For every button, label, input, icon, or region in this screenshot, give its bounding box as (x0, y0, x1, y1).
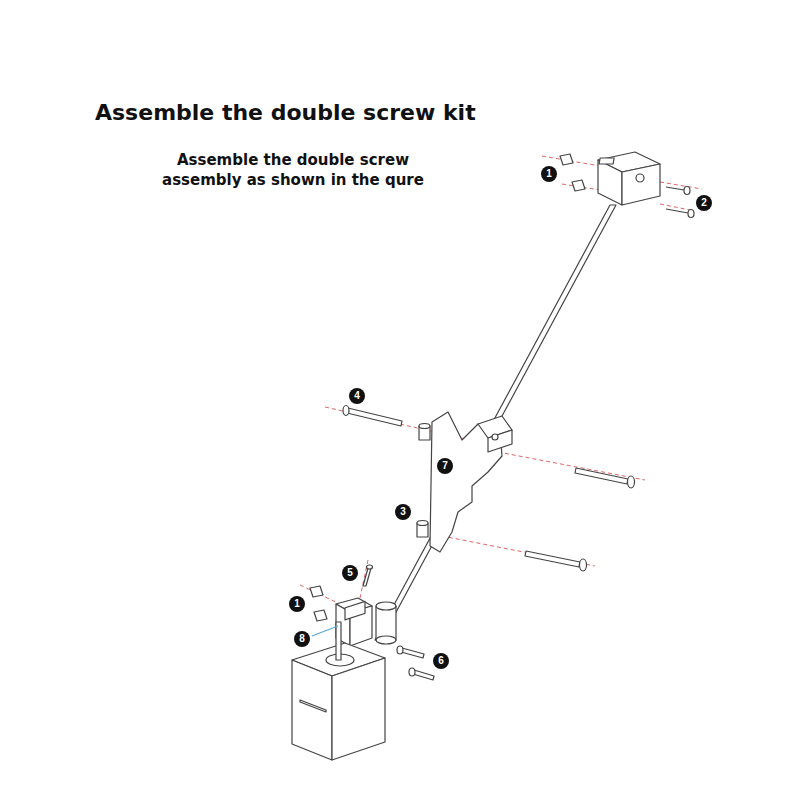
callout-number: 5 (342, 565, 358, 581)
guide-lines (300, 156, 702, 604)
page-caption: Assemble the double screw assembly as sh… (143, 150, 443, 190)
callout-number: 6 (433, 653, 449, 669)
callout-number: 8 (294, 631, 310, 647)
callout-number: 7 (437, 458, 453, 474)
leader-line (312, 626, 338, 636)
callout-number: 1 (289, 596, 305, 612)
parts (292, 152, 694, 760)
callout-number: 4 (349, 388, 365, 404)
callout-number: 2 (696, 195, 712, 211)
callout-number: 3 (395, 504, 411, 520)
page-title: Assemble the double screw kit (95, 100, 476, 125)
callout-number: 1 (541, 166, 557, 182)
